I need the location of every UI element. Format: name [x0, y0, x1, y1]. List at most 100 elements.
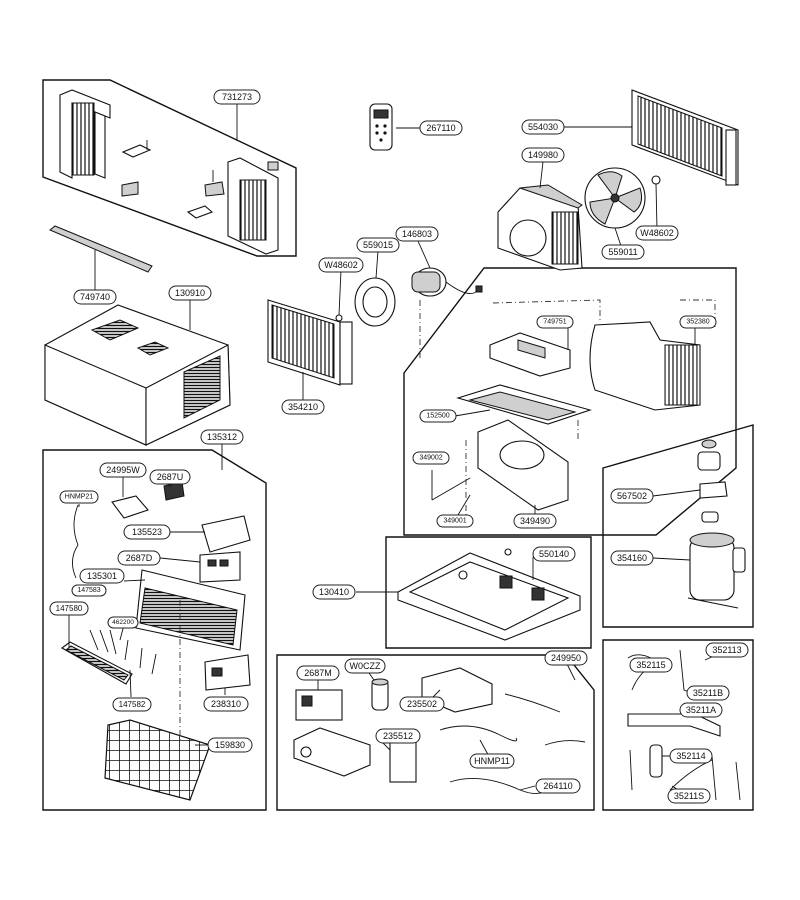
svg-text:235512: 235512: [383, 731, 413, 741]
label-749740: 749740: [73, 289, 117, 305]
svg-text:W0CZZ: W0CZZ: [350, 661, 381, 671]
label-559015: 559015: [356, 237, 400, 253]
shroud-and-fan-illustration: [497, 167, 661, 271]
label-349002: 349002: [412, 451, 450, 465]
svg-text:W48602: W48602: [640, 228, 674, 238]
group-frame-control: [42, 449, 267, 811]
label-352113: 352113: [705, 642, 749, 658]
svg-text:147583: 147583: [77, 587, 100, 594]
condenser-coil-illustration: [631, 89, 739, 186]
label-249950: 249950: [544, 650, 588, 666]
svg-text:2687M: 2687M: [304, 668, 332, 678]
svg-text:249950: 249950: [551, 653, 581, 663]
group-frame-base-pan: [385, 536, 592, 649]
svg-text:559011: 559011: [608, 247, 637, 257]
label-267110: 267110: [419, 120, 463, 136]
label-352114: 352114: [669, 748, 713, 764]
label-W48602-b: W48602: [318, 257, 364, 273]
label-147582: 147582: [112, 697, 152, 712]
label-2687D: 2687D: [117, 550, 161, 566]
label-147583: 147583: [71, 584, 107, 597]
svg-text:147582: 147582: [119, 700, 146, 709]
svg-text:HNMP11: HNMP11: [474, 756, 510, 766]
label-W0CZZ: W0CZZ: [344, 658, 386, 674]
svg-text:35211B: 35211B: [693, 688, 723, 698]
group-frame-top-left: [42, 79, 297, 257]
label-354160: 354160: [610, 550, 654, 566]
svg-text:554030: 554030: [528, 122, 558, 132]
label-147580: 147580: [49, 601, 89, 616]
label-349490: 349490: [513, 513, 557, 529]
svg-text:349001: 349001: [443, 518, 466, 525]
label-135523: 135523: [123, 524, 171, 540]
svg-text:267110: 267110: [426, 123, 455, 133]
svg-text:238310: 238310: [211, 699, 241, 709]
label-146803: 146803: [395, 226, 439, 242]
evaporator-coil-illustration: [267, 299, 353, 386]
label-235512: 235512: [375, 728, 421, 744]
compressor-illustration: [687, 439, 746, 609]
group-frame-tubing: [602, 639, 754, 811]
label-HNMP21: HNMP21: [59, 490, 99, 504]
svg-text:2687D: 2687D: [126, 553, 153, 563]
svg-text:159830: 159830: [215, 740, 245, 750]
svg-text:352115: 352115: [636, 660, 665, 670]
svg-text:35211S: 35211S: [674, 791, 704, 801]
label-731273: 731273: [213, 89, 261, 105]
label-135301: 135301: [79, 568, 125, 584]
label-550140: 550140: [532, 546, 576, 562]
svg-text:135312: 135312: [207, 432, 237, 442]
svg-text:567502: 567502: [617, 491, 647, 501]
side-curtain-assembly-illustration: [59, 89, 279, 255]
svg-text:354160: 354160: [617, 553, 647, 563]
svg-text:352114: 352114: [676, 751, 705, 761]
svg-text:749751: 749751: [543, 319, 566, 326]
label-149980: 149980: [521, 147, 565, 163]
svg-text:731273: 731273: [222, 92, 252, 102]
front-strip-illustration: [49, 225, 153, 273]
svg-text:135301: 135301: [87, 571, 117, 581]
label-HNMP11: HNMP11: [469, 753, 515, 769]
label-235502: 235502: [399, 696, 445, 712]
air-guide-assembly-illustration: [431, 321, 701, 511]
label-349001: 349001: [436, 514, 474, 528]
label-35211B: 35211B: [686, 685, 730, 701]
svg-text:24995W: 24995W: [106, 465, 140, 475]
svg-text:235502: 235502: [407, 699, 437, 709]
svg-text:349490: 349490: [520, 516, 550, 526]
motor-and-blower-illustration: [335, 267, 483, 327]
svg-text:130910: 130910: [175, 288, 205, 298]
cabinet-case-illustration: [44, 304, 231, 446]
svg-text:352113: 352113: [712, 645, 741, 655]
label-159830: 159830: [207, 737, 253, 753]
svg-text:264110: 264110: [543, 781, 572, 791]
label-749751: 749751: [536, 315, 574, 329]
label-354210: 354210: [281, 399, 325, 415]
label-567502: 567502: [610, 488, 654, 504]
group-line-drain: [465, 420, 579, 520]
svg-text:462200: 462200: [112, 619, 134, 626]
svg-text:2687U: 2687U: [157, 472, 184, 482]
label-352380: 352380: [679, 315, 717, 329]
svg-text:W48602: W48602: [324, 260, 358, 270]
svg-text:130410: 130410: [319, 587, 349, 597]
label-130410: 130410: [312, 584, 356, 600]
svg-text:550140: 550140: [539, 549, 569, 559]
label-35211S: 35211S: [667, 788, 711, 804]
svg-text:135523: 135523: [132, 527, 162, 537]
svg-text:35211A: 35211A: [686, 705, 716, 715]
label-W48602-a: W48602: [635, 225, 679, 241]
svg-text:147580: 147580: [56, 604, 83, 613]
control-group-illustration: [60, 481, 251, 801]
base-pan-illustration: [397, 548, 581, 641]
svg-text:352380: 352380: [686, 319, 709, 326]
label-152500: 152500: [419, 409, 457, 423]
svg-text:152500: 152500: [426, 413, 449, 420]
electrical-group-illustration: [293, 667, 586, 794]
label-462200: 462200: [107, 616, 139, 629]
label-130910: 130910: [168, 285, 212, 301]
label-24995W: 24995W: [99, 462, 147, 478]
svg-text:HNMP21: HNMP21: [65, 494, 94, 501]
label-2687U: 2687U: [149, 469, 191, 485]
